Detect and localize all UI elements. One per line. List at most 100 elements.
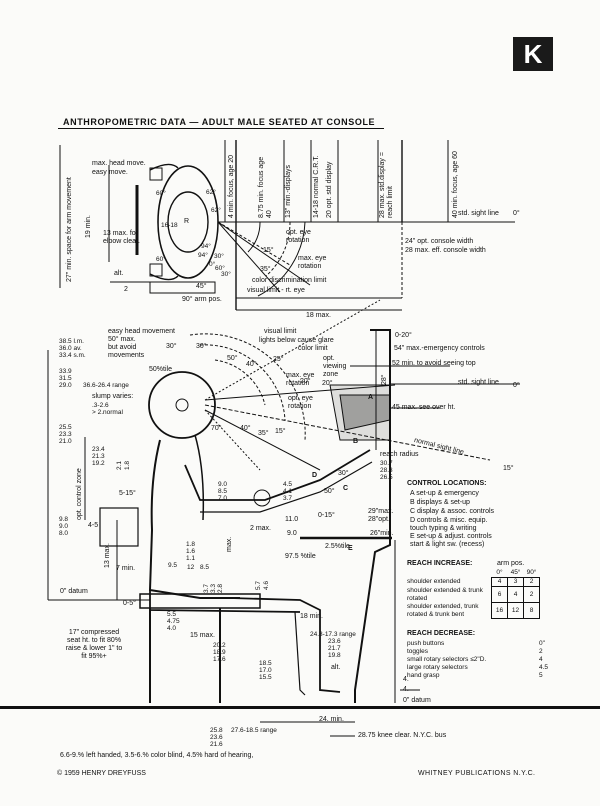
- decrease-label: hand grasp: [407, 672, 440, 679]
- rest-height: 9.8: [59, 516, 69, 523]
- publisher-credit: WHITNEY PUBLICATIONS N.Y.C.: [418, 770, 536, 777]
- plan-45-label: 45°: [196, 283, 207, 290]
- reach-cell: 2: [523, 577, 540, 587]
- plan-angle: 60°: [215, 265, 225, 272]
- eye-height: 29.0: [59, 382, 72, 389]
- plan-15-deg: 15°: [263, 247, 274, 254]
- ground-line: [0, 706, 600, 709]
- seat-depth: 4.0: [167, 625, 177, 632]
- three-seven: 3.3: [210, 583, 217, 593]
- reach-cell: 4: [507, 586, 524, 603]
- range-24-8-val: 19.8: [328, 652, 341, 659]
- plan-left-shoulder: [149, 163, 179, 171]
- elbow-height: 19.2: [92, 460, 105, 467]
- shoulder-height: 25.5: [59, 424, 72, 431]
- color-limit-side: color limit: [298, 345, 328, 352]
- plan-r-label: R: [184, 218, 190, 225]
- wrist-value: 3.7: [283, 495, 293, 502]
- knee-height: 15.5: [259, 674, 272, 681]
- slump-label: slump varies:: [92, 393, 134, 400]
- zone-label-c: C: [343, 485, 349, 492]
- reach-radius-value: 30.7: [380, 460, 393, 467]
- four-label-b: 4.: [403, 676, 409, 683]
- easy-head-movement: easy head movement: [108, 328, 175, 335]
- side-angle: 30°: [196, 343, 207, 350]
- plan-max-head-move: max. head move.: [92, 160, 146, 167]
- reach-cell: 12: [507, 602, 524, 619]
- two-max-label: 2 max.: [250, 525, 272, 532]
- glare-label: lights below cause glare: [259, 337, 334, 344]
- eye-height: 31.5: [59, 375, 72, 382]
- decrease-label: large rotary selectors: [407, 664, 468, 671]
- shoulder-height: 23.3: [59, 431, 72, 438]
- zone-label-b: B: [353, 438, 359, 445]
- plan-displays-13: 13" min.-displays: [285, 164, 292, 218]
- side-zero-deg: 0°: [513, 382, 520, 389]
- zero-fifteen-label: 0-15°: [318, 512, 335, 519]
- reach-radius-label: reach radius: [380, 451, 419, 458]
- table-row: shoulder extended, trunk rotated & trunk…: [405, 602, 540, 619]
- twenty-four-min: 24. min.: [319, 716, 344, 723]
- page-title: ANTHROPOMETRIC DATA — ADULT MALE SEATED …: [63, 117, 376, 127]
- reach-radius-value: 26.5: [380, 474, 393, 481]
- eye-height: 33.9: [59, 368, 72, 375]
- plan-elbow-clear: 13 max. for elbow clear.: [103, 230, 140, 245]
- side-head: [148, 371, 216, 439]
- opt-control-zone: opt. control zone: [76, 468, 83, 520]
- side-view-drawing: [47, 299, 520, 737]
- side-max-vert: max.: [226, 536, 233, 552]
- zone-label-a: A: [368, 394, 374, 401]
- plan-head-inner: [167, 191, 209, 253]
- side-angle: 40°: [240, 425, 251, 432]
- control-location-item: C display & assoc. controls: [410, 508, 495, 515]
- side-angle: 20°: [300, 378, 311, 385]
- plan-16-18: 16-18: [161, 222, 178, 229]
- knee-clear-label: 28.75 knee clear. N.Y.C. bus: [358, 732, 447, 739]
- range-24-8-val: 21.7: [328, 645, 341, 652]
- plan-zero-deg: 0°: [513, 210, 520, 217]
- foot-length: 23.6: [210, 734, 223, 741]
- plan-max-eye-rotation: max. eye rotation: [298, 255, 327, 270]
- plan-angle: 60°: [156, 256, 166, 263]
- side-angle: 70°: [211, 425, 222, 432]
- thigh-length: 18.9: [213, 649, 226, 656]
- eighteen-min-label: 18 min.: [300, 613, 323, 620]
- side-console: [354, 329, 391, 703]
- head-height-sm: 33.4 s.m.: [59, 352, 86, 359]
- side-angle: 50°: [227, 355, 238, 362]
- twelve-label: 12: [187, 564, 195, 571]
- title-underline: [58, 128, 384, 129]
- four-label: 4.: [403, 686, 409, 693]
- two-one-label: 2.1: [116, 460, 123, 470]
- seat-value: 1.1: [186, 555, 196, 562]
- plan-view-drawing: [59, 140, 515, 311]
- plan-angle: 60°: [156, 190, 166, 197]
- seven-min-label: 7 min.: [116, 565, 136, 572]
- control-location-item: start & light sw. (recess): [410, 541, 485, 548]
- decrease-label: small rotary selectors ≤2"D.: [407, 656, 487, 663]
- plan-arm-pos-label: 90° arm pos.: [182, 296, 222, 303]
- decrease-label: toggles: [407, 648, 428, 655]
- range-24-8-val: 23.6: [328, 638, 341, 645]
- zero-datum-right: 0" datum: [403, 697, 431, 704]
- three-seven: 3.7: [203, 583, 210, 593]
- three-seven: 2.8: [217, 583, 224, 593]
- plan-angle: 94°: [198, 252, 208, 259]
- plan-crt-label: 14-18 normal C.R.T.: [313, 155, 320, 218]
- thigh-length: 20.2: [213, 642, 226, 649]
- side-angle: 35°: [258, 430, 269, 437]
- side-angle: 40°: [246, 361, 257, 368]
- reach-increase-arm-pos: arm pos.: [497, 560, 525, 567]
- plan-std-sight-line: std. sight line: [458, 210, 499, 217]
- opt-28-label: 29"max. 28"opt.: [368, 508, 394, 523]
- five-seven: 5.7: [255, 580, 262, 590]
- visual-limit-side: visual limit: [264, 328, 297, 335]
- zone-angle-50: 50°: [324, 488, 335, 495]
- wrist-value: 4.5: [283, 481, 293, 488]
- control-locations-title: CONTROL LOCATIONS:: [407, 480, 487, 487]
- seat-depth: 4.75: [167, 618, 180, 625]
- decrease-value: 0": [539, 640, 545, 647]
- reach-increase-table: 0° 45° 90° shoulder extended 4 3 2 shoul…: [405, 569, 540, 619]
